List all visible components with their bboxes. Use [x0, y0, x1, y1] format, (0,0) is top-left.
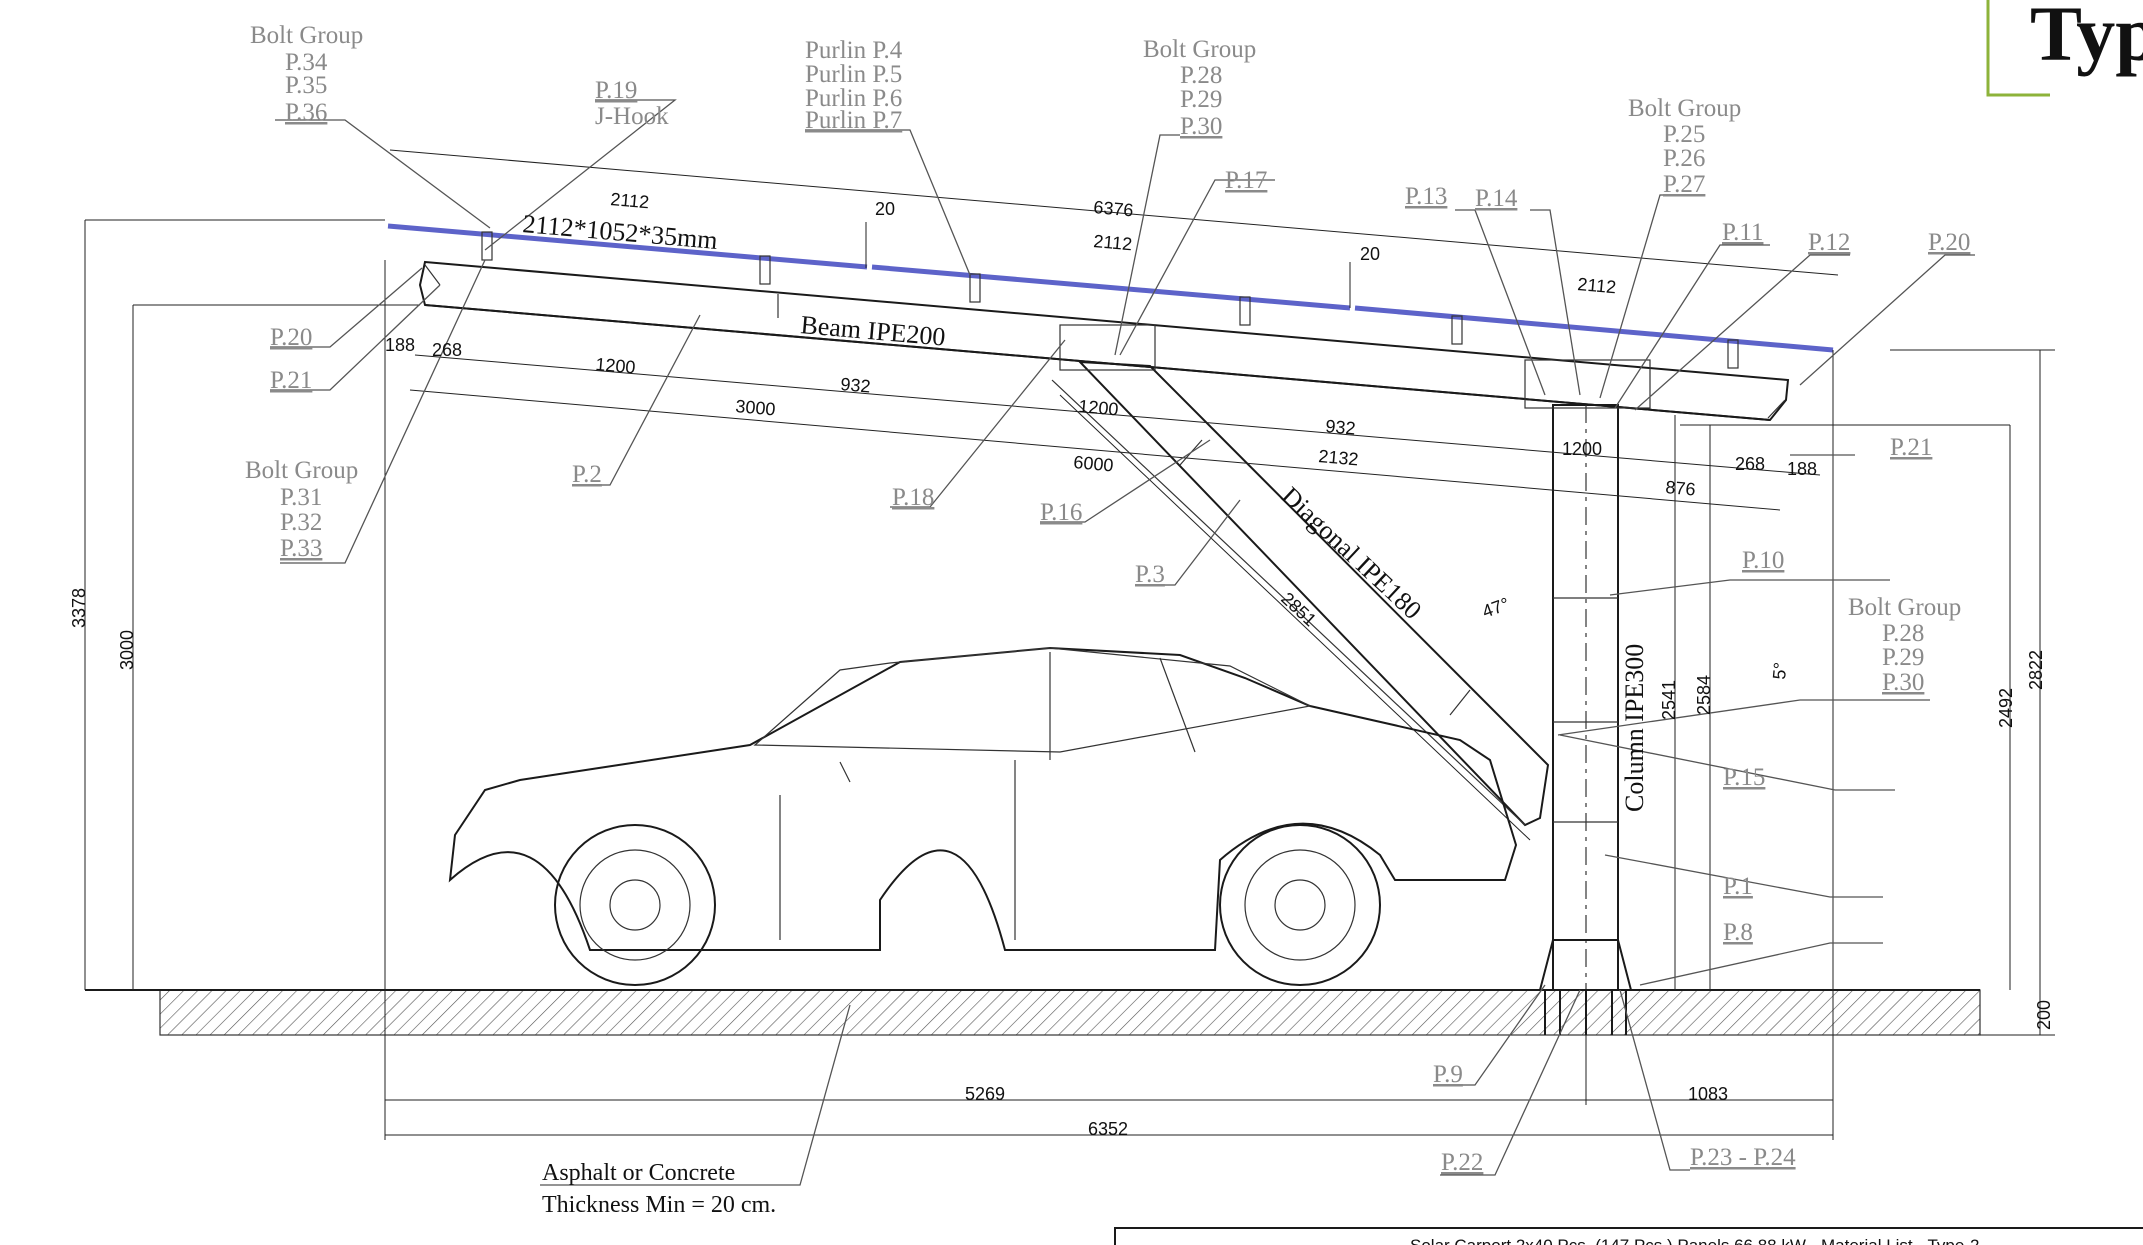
bg34-l1: Bolt Group [250, 22, 363, 49]
bg25-l1: Bolt Group [1628, 95, 1741, 122]
dimension-texts: 2112 20 6376 2112 20 2112 188 268 1200 9… [69, 189, 2054, 1139]
bg25-l2: P.25 [1663, 121, 1705, 148]
column-label: Column IPE300 [1620, 644, 1649, 812]
p1-label: P.1 [1723, 873, 1753, 900]
ground-note-l2: Thickness Min = 20 cm. [542, 1192, 776, 1218]
p2-label: P.2 [572, 461, 602, 488]
dim-2851: 2851 [1277, 588, 1320, 630]
dim-angle5: 5° [1769, 661, 1790, 680]
ground-note: Asphalt or Concrete Thickness Min = 20 c… [542, 1160, 776, 1218]
beam-label: Beam IPE200 [799, 310, 946, 352]
purlin-l1: Purlin P.4 [805, 37, 903, 64]
purlin-l3: Purlin P.6 [805, 85, 902, 112]
bg28-top-l4: P.30 [1180, 113, 1222, 140]
dim-1200-c: 1200 [1562, 439, 1602, 459]
dim-188-right: 188 [1787, 459, 1817, 479]
bg25-l3: P.26 [1663, 145, 1705, 172]
dim-h5269: 5269 [965, 1084, 1005, 1104]
dim-angle47: 47° [1480, 594, 1512, 622]
p9-label: P.9 [1433, 1061, 1463, 1088]
p23-label: P.23 - P.24 [1690, 1144, 1796, 1171]
bg34-l4: P.36 [285, 99, 327, 126]
purlins [481, 231, 1739, 369]
p10-label: P.10 [1742, 547, 1784, 574]
dim-188-left: 188 [385, 335, 415, 355]
purlin-l4: Purlin P.7 [805, 107, 902, 134]
dim-v2541: 2541 [1659, 680, 1679, 720]
bg28-right-l4: P.30 [1882, 669, 1924, 696]
dim-v2822: 2822 [2026, 650, 2046, 690]
p16-label: P.16 [1040, 499, 1082, 526]
p14-label: P.14 [1475, 185, 1518, 212]
p13-label: P.13 [1405, 183, 1447, 210]
dim-v2492: 2492 [1996, 688, 2016, 728]
dim-932-a: 932 [840, 374, 872, 397]
dim-876: 876 [1665, 477, 1697, 500]
dim-total: 6376 [1093, 197, 1135, 220]
bg31-l2: P.31 [280, 484, 322, 511]
p21-left-label: P.21 [270, 367, 312, 394]
dim-panel-w2: 2112 [1093, 231, 1133, 254]
column [1524, 359, 1651, 1035]
p22-label: P.22 [1441, 1149, 1483, 1176]
bg34-l2: P.34 [285, 49, 328, 76]
dim-6000: 6000 [1073, 452, 1115, 475]
dim-v2584: 2584 [1694, 675, 1714, 715]
p15-label: P.15 [1723, 764, 1765, 791]
ground-note-l1: Asphalt or Concrete [542, 1160, 735, 1186]
p21-right-label: P.21 [1890, 434, 1932, 461]
bg31-l1: Bolt Group [245, 457, 358, 484]
leader-lines [270, 99, 1975, 1186]
purlin-l2: Purlin P.5 [805, 61, 902, 88]
dim-1200-b: 1200 [1078, 396, 1120, 419]
bg28-right-l3: P.29 [1882, 644, 1924, 671]
member-labels: 2112*1052*35mm Beam IPE200 Diagonal IPE1… [521, 209, 1649, 812]
p20-left-label: P.20 [270, 324, 312, 351]
dim-v3000: 3000 [117, 630, 137, 670]
dim-268-left: 268 [432, 340, 462, 360]
p12-label: P.12 [1808, 229, 1850, 256]
dim-gap2: 20 [1360, 244, 1380, 264]
dim-1200-a: 1200 [595, 354, 637, 377]
bg31-l3: P.32 [280, 509, 322, 536]
car-outline [448, 646, 1518, 986]
dim-panel-w1: 2112 [610, 189, 650, 212]
title-text: Typ [2030, 0, 2143, 77]
p19-label: P.19 [595, 77, 637, 104]
ground-slab [159, 989, 1981, 1036]
bg28-right-l2: P.28 [1882, 620, 1924, 647]
dim-h1083: 1083 [1688, 1084, 1728, 1104]
pv-panels [387, 223, 1834, 353]
part-labels: Bolt Group P.34 P.35 P.36 P.19 J-Hook Pu… [245, 22, 1970, 1176]
title-block: Typ [1986, 0, 2143, 97]
dim-gap1: 20 [875, 199, 895, 219]
table-caption: Solar Carport 2x40 Pcs. (147 Pcs.) Panel… [1410, 1236, 1979, 1245]
bg31-l4: P.33 [280, 535, 322, 562]
bg28-top-l2: P.28 [1180, 62, 1222, 89]
dim-268-right: 268 [1735, 454, 1765, 474]
diagonal [1051, 324, 1550, 827]
bg28-top-l1: Bolt Group [1143, 36, 1256, 63]
dim-3000-h: 3000 [735, 396, 777, 419]
bg28-right-l1: Bolt Group [1848, 594, 1961, 621]
p11-label: P.11 [1722, 219, 1763, 246]
dim-932-b: 932 [1325, 416, 1357, 439]
p8-label: P.8 [1723, 919, 1753, 946]
p20-right-label: P.20 [1928, 229, 1970, 256]
p19-sub: J-Hook [595, 103, 669, 130]
dim-2132: 2132 [1318, 446, 1360, 469]
dim-panel-w3: 2112 [1577, 274, 1617, 297]
dim-h6352: 6352 [1088, 1119, 1128, 1139]
bg28-top-l3: P.29 [1180, 86, 1222, 113]
dim-v200: 200 [2034, 1000, 2054, 1030]
dim-v3378: 3378 [69, 588, 89, 628]
bg25-l4: P.27 [1663, 171, 1705, 198]
dimension-lines [84, 149, 2055, 1140]
p17-label: P.17 [1225, 167, 1267, 194]
p3-label: P.3 [1135, 561, 1165, 588]
material-table: Solar Carport 2x40 Pcs. (147 Pcs.) Panel… [1114, 1227, 2143, 1245]
p18-label: P.18 [892, 484, 934, 511]
bg34-l3: P.35 [285, 72, 327, 99]
